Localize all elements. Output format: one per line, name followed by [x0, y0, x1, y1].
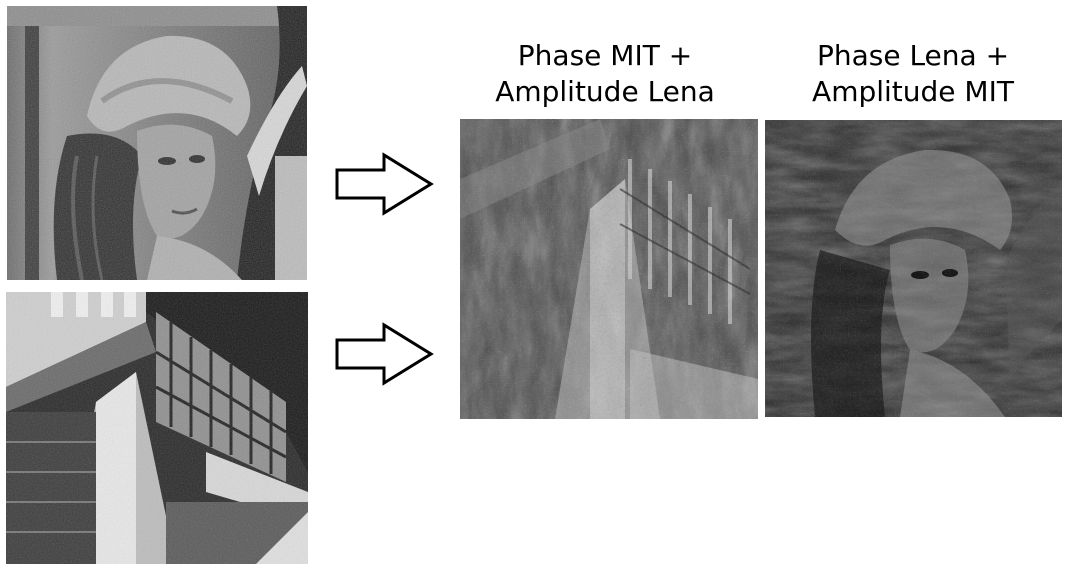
result-2-caption: Phase Lena + Amplitude MIT [758, 38, 1068, 110]
result-2-caption-line-1: Phase Lena + [816, 39, 1010, 72]
phase-lena-amplitude-mit-image [765, 120, 1062, 417]
result-1-caption-line-2: Amplitude Lena [495, 75, 715, 108]
right-arrow-icon [334, 322, 434, 386]
mit-building-source-image [6, 292, 308, 564]
result-1-caption-line-1: Phase MIT + [517, 39, 693, 72]
lena-source-image [7, 6, 307, 280]
result-2-caption-line-2: Amplitude MIT [812, 75, 1014, 108]
phase-mit-amplitude-lena-image [460, 119, 758, 419]
result-1-caption: Phase MIT + Amplitude Lena [450, 38, 760, 110]
right-arrow-icon [334, 152, 434, 216]
